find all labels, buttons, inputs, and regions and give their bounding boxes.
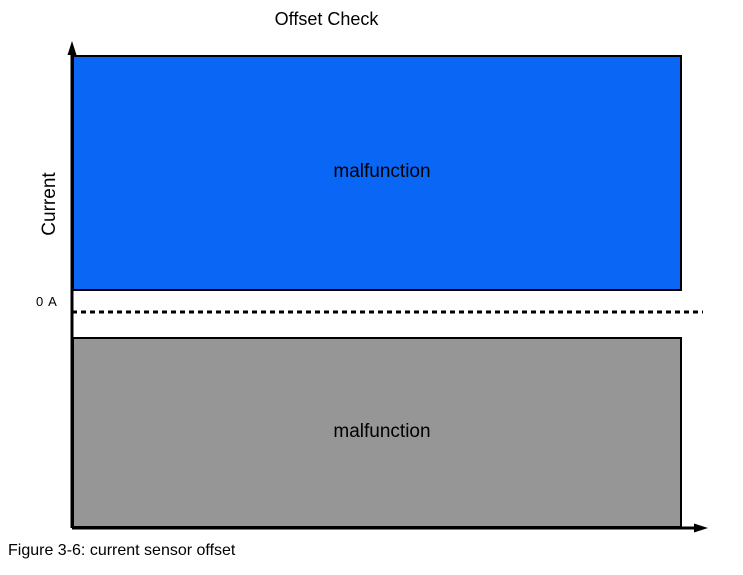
- x-axis-arrowhead: [694, 523, 708, 533]
- lower-malfunction-band: malfunction: [72, 337, 682, 528]
- upper-band-label: malfunction: [333, 161, 431, 182]
- lower-band-label: malfunction: [333, 420, 431, 442]
- y-axis-arrowhead: [67, 41, 77, 55]
- upper-malfunction-band: malfunction: [72, 55, 682, 291]
- chart-title: Offset Check: [274, 9, 379, 29]
- figure-caption: Figure 3-6: current sensor offset: [8, 542, 236, 559]
- zero-line-label: 0 A: [36, 294, 58, 309]
- y-axis-label: Current: [39, 172, 60, 236]
